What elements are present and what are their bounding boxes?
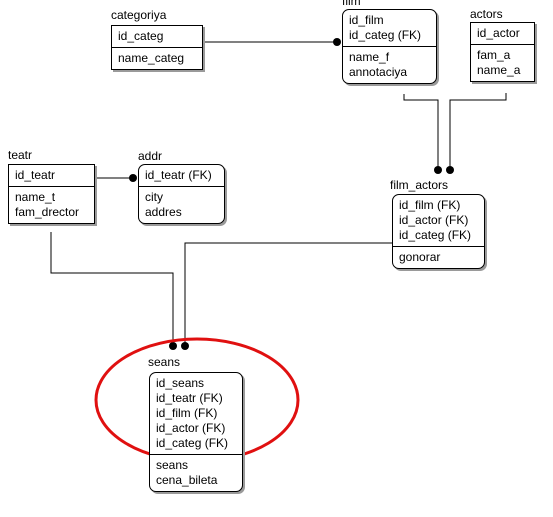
- key-field: id_teatr: [15, 168, 56, 182]
- key-field: id_categ (FK): [399, 228, 472, 242]
- rel-teatr-seans-dot: [169, 342, 177, 350]
- attr-field: fam_a: [477, 48, 511, 62]
- key-field: id_seans: [156, 376, 205, 390]
- entity-seans[interactable]: id_seans id_teatr (FK) id_film (FK) id_a…: [149, 372, 243, 492]
- entity-actors[interactable]: id_actor fam_a name_a: [470, 22, 535, 82]
- attr-section: city addres: [139, 187, 224, 223]
- key-field: id_teatr (FK): [156, 391, 223, 405]
- key-section: id_categ: [112, 26, 202, 48]
- rel-film-film_actors-dot: [434, 166, 442, 174]
- attr-field: gonorar: [399, 250, 441, 264]
- rel-film_actors-seans: [184, 242, 392, 346]
- rel-teatr-seans: [50, 232, 174, 346]
- key-section: id_film (FK) id_actor (FK) id_categ (FK): [393, 195, 484, 247]
- attr-field: cena_bileta: [156, 473, 218, 487]
- entity-title-addr: addr: [138, 149, 163, 163]
- key-field: id_categ: [118, 29, 164, 43]
- rel-categoriya-film-dot: [333, 38, 341, 46]
- attr-section: name_t fam_drector: [9, 187, 94, 223]
- key-field: id_film (FK): [399, 198, 461, 212]
- key-field: id_film: [349, 13, 384, 27]
- attr-field: name_categ: [118, 51, 185, 65]
- key-section: id_film id_categ (FK): [343, 10, 436, 47]
- key-field: id_actor (FK): [156, 421, 226, 435]
- attr-field: seans: [156, 458, 189, 472]
- key-section: id_teatr: [9, 165, 94, 187]
- entity-title-film: film: [342, 0, 361, 8]
- key-section: id_actor: [471, 23, 534, 45]
- attr-field: city: [145, 190, 163, 204]
- key-section: id_seans id_teatr (FK) id_film (FK) id_a…: [150, 373, 242, 455]
- rel-actors-film_actors-dot: [446, 166, 454, 174]
- attr-section: gonorar: [393, 247, 484, 268]
- attr-field: addres: [145, 205, 182, 219]
- attr-field: fam_drector: [15, 205, 80, 219]
- entity-title-teatr: teatr: [8, 148, 33, 162]
- rel-actors-film_actors: [449, 93, 507, 170]
- entity-title-seans: seans: [148, 355, 181, 369]
- key-field: id_teatr (FK): [145, 168, 212, 182]
- attr-field: name_a: [477, 63, 521, 77]
- entity-film[interactable]: id_film id_categ (FK) name_f annotaciya: [342, 9, 437, 84]
- entity-addr[interactable]: id_teatr (FK) city addres: [138, 164, 225, 224]
- attr-section: name_categ: [112, 48, 202, 69]
- rel-teatr-addr-dot: [129, 174, 137, 182]
- attr-section: name_f annotaciya: [343, 47, 436, 83]
- key-field: id_categ (FK): [156, 436, 229, 450]
- entity-categoriya[interactable]: id_categ name_categ: [111, 25, 203, 70]
- attr-field: annotaciya: [349, 65, 408, 79]
- entity-title-actors: actors: [470, 7, 503, 21]
- rel-film-film_actors: [403, 94, 439, 170]
- attr-field: name_t: [15, 190, 56, 204]
- attr-section: fam_a name_a: [471, 45, 534, 81]
- attr-section: seans cena_bileta: [150, 455, 242, 491]
- key-field: id_categ (FK): [349, 28, 422, 42]
- entity-title-categoriya: categoriya: [111, 8, 167, 22]
- attr-field: name_f: [349, 50, 390, 64]
- key-field: id_actor (FK): [399, 213, 469, 227]
- key-field: id_actor: [477, 26, 520, 40]
- rel-film_actors-seans-dot: [181, 342, 189, 350]
- entity-title-film_actors: film_actors: [390, 178, 449, 192]
- entity-film_actors[interactable]: id_film (FK) id_actor (FK) id_categ (FK)…: [392, 194, 485, 269]
- entity-teatr[interactable]: id_teatr name_t fam_drector: [8, 164, 95, 224]
- key-field: id_film (FK): [156, 406, 218, 420]
- key-section: id_teatr (FK): [139, 165, 224, 187]
